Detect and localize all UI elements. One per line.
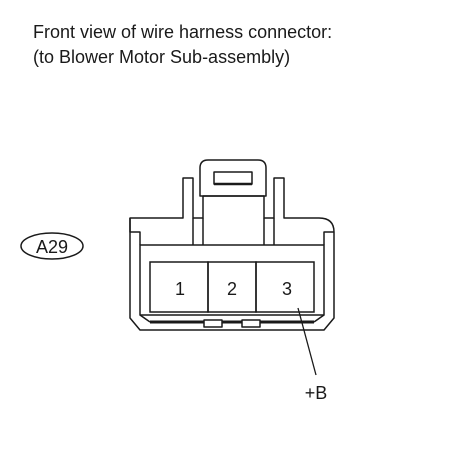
bottom-tab-right: [241, 319, 261, 328]
bottom-tab-left: [203, 319, 223, 328]
pin-number-3: 3: [282, 279, 292, 299]
pin-number-2: 2: [227, 279, 237, 299]
connector-body-outline: [129, 177, 335, 331]
pin-cells: 1 2 3: [149, 261, 315, 313]
pin-cell-3: [255, 261, 315, 313]
cavity-frame: [139, 244, 325, 316]
connector-code-label: A29: [36, 237, 68, 257]
latch-window: [213, 171, 253, 185]
diagram-caption: Front view of wire harness connector: (t…: [33, 20, 332, 70]
terminal-leader-line: [297, 307, 317, 376]
connector-housing: [129, 159, 335, 331]
caption-line-1: Front view of wire harness connector:: [33, 22, 333, 42]
pin-number-1: 1: [175, 279, 185, 299]
terminal-label: +B: [305, 383, 328, 403]
caption-line-2: (to Blower Motor Sub-assembly): [33, 47, 291, 67]
connector-code-badge: A29: [20, 232, 84, 260]
connector-latch: [199, 159, 267, 197]
